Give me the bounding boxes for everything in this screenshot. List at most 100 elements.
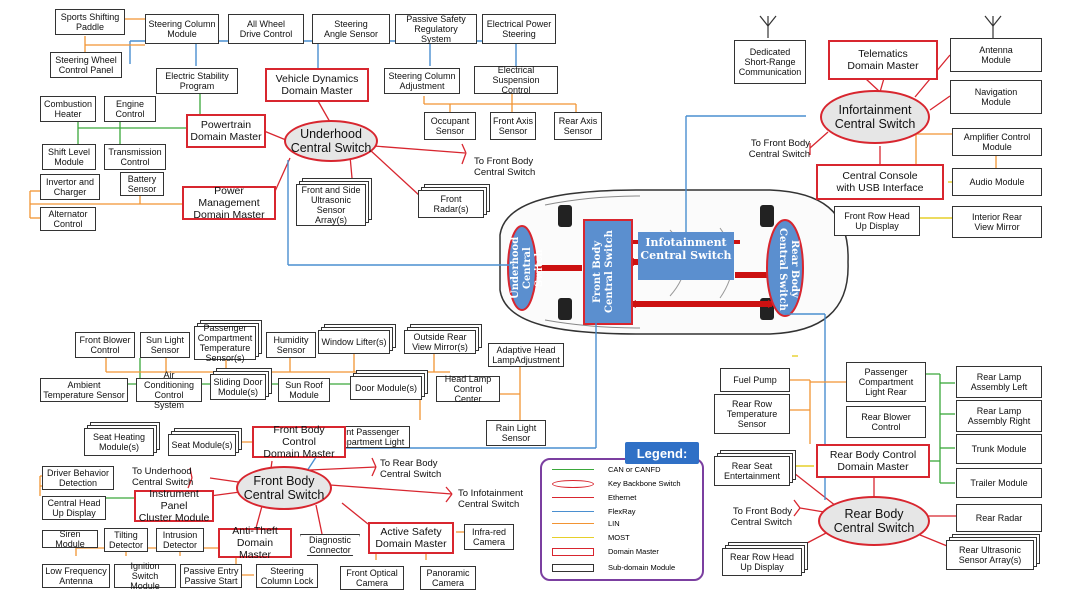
antenna-module-box: Antenna Module	[950, 38, 1042, 72]
amplifier-control-box: Amplifier Control Module	[952, 128, 1042, 156]
underhood-central-switch: Underhood Central Switch	[284, 120, 378, 162]
siren-module-box: Siren Module	[42, 529, 98, 549]
steering-column-lock-box: Steering Column Lock	[256, 564, 318, 588]
front-side-ultrasonic-box: Front and Side Ultrasonic Sensor Array(s…	[296, 184, 366, 226]
instrument-panel-cluster: Instrument Panel Cluster Module	[134, 488, 214, 524]
tilting-detector-box: Tilting Detector	[104, 528, 148, 552]
rear-row-temperature-box: Rear Row Temperature Sensor	[714, 394, 790, 434]
invertor-charger-box: Invertor and Charger	[40, 174, 100, 200]
alternator-control-box: Alternator Control	[40, 207, 96, 231]
most-line-swatch	[552, 537, 594, 538]
active-safety-domain-master: Active Safety Domain Master	[368, 522, 454, 554]
sliding-door-box: Sliding Door Module(s)	[210, 374, 266, 400]
front-radar-box: Front Radar(s)	[418, 190, 484, 218]
rear-blower-control-box: Rear Blower Control	[846, 406, 926, 438]
passenger-temperature-sensor-box: Passenger Compartment Temperature Sensor…	[194, 323, 256, 363]
door-module-box: Door Module(s)	[350, 376, 422, 400]
seat-heating-box: Seat Heating Module(s)	[84, 428, 154, 456]
telematics-domain-master: Telematics Domain Master	[828, 40, 938, 80]
sun-roof-box: Sun Roof Module	[278, 378, 330, 402]
car-underhood-switch-label: Underhood Central Switch	[510, 236, 545, 300]
front-row-hud-box: Front Row Head Up Display	[834, 206, 920, 236]
legend-item-most: MOST	[552, 532, 702, 544]
outside-mirror-box: Outside Rear View Mirror(s)	[404, 330, 476, 354]
trailer-module-box: Trailer Module	[956, 468, 1042, 498]
electrical-suspension-control-box: Electrical Suspension Control	[474, 65, 558, 95]
vehicle-dynamics-domain-master: Vehicle Dynamics Domain Master	[265, 68, 369, 102]
interior-mirror-box: Interior Rear View Mirror	[952, 206, 1042, 238]
flexray-line-swatch	[552, 511, 594, 512]
steering-wheel-control-panel-box: Steering Wheel Control Panel	[50, 52, 122, 78]
car-illustration	[499, 189, 849, 335]
steering-angle-sensor-box: Steering Angle Sensor	[312, 14, 390, 44]
humidity-sensor-box: Humidity Sensor	[266, 332, 316, 358]
window-lifter-box: Window Lifter(s)	[318, 330, 390, 354]
central-hud-box: Central Head Up Display	[42, 496, 106, 520]
navigation-module-box: Navigation Module	[950, 80, 1042, 114]
all-wheel-drive-control-box: All Wheel Drive Control	[228, 14, 304, 44]
combustion-heater-box: Combustion Heater	[40, 96, 96, 122]
sports-shifting-paddle-box: Sports Shifting Paddle	[55, 9, 125, 35]
legend: CAN or CANFD Key Backbone Switch Etherne…	[540, 458, 704, 581]
steering-column-module-box: Steering Column Module	[145, 14, 219, 44]
legend-item-key-switch: Key Backbone Switch	[552, 478, 702, 490]
powertrain-domain-master: Powertrain Domain Master	[186, 114, 266, 148]
head-lamp-control-box: Head Lamp Control Center	[436, 374, 500, 404]
panoramic-camera-box: Panoramic Camera	[420, 566, 476, 590]
rear-body-central-switch: Rear Body Central Switch	[818, 496, 930, 546]
passive-safety-system-box: Passive Safety Regulatory System	[395, 14, 477, 44]
shift-lever-module-box: Shift Level Module	[42, 144, 96, 170]
low-frequency-antenna-box: Low Frequency Antenna	[42, 564, 110, 588]
transmission-control-box: Transmission Control	[104, 144, 166, 170]
infotainment-to-front-body-note: To Front Body Central Switch	[748, 138, 810, 160]
legend-title: Legend:	[625, 442, 699, 464]
sub-domain-box-swatch	[552, 564, 594, 572]
legend-item-sub-domain: Sub-domain Module	[552, 562, 702, 574]
electrical-power-steering-box: Electrical Power Steering	[482, 14, 556, 44]
legend-item-ethernet: Ethernet	[552, 492, 702, 504]
sun-light-sensor-box: Sun Light Sensor	[140, 332, 190, 358]
front-body-control-domain-master: Front Body Control Domain Master	[252, 424, 346, 460]
intrusion-detector-box: Intrusion Detector	[156, 528, 204, 552]
seat-module-box: Seat Module(s)	[168, 434, 236, 456]
battery-sensor-box: Battery Sensor	[120, 172, 164, 196]
rear-body-control-domain-master: Rear Body Control Domain Master	[816, 444, 930, 478]
key-switch-ellipse-swatch	[552, 480, 594, 488]
trunk-module-box: Trunk Module	[956, 434, 1042, 464]
legend-item-can: CAN or CANFD	[552, 464, 702, 476]
engine-control-box: Engine Control	[104, 96, 156, 122]
rear-axis-sensor-box: Rear Axis Sensor	[554, 112, 602, 140]
rear-seat-entertainment-box: Rear Seat Entertainment	[714, 456, 790, 486]
front-body-to-underhood-note: To Underhood Central Switch	[132, 466, 194, 488]
infra-red-camera-box: Infra-red Camera	[464, 524, 514, 550]
domain-master-box-swatch	[552, 548, 594, 556]
front-optical-camera-box: Front Optical Camera	[340, 566, 404, 590]
driver-behavior-box: Driver Behavior Detection	[42, 466, 114, 490]
rear-ultrasonic-box: Rear Ultrasonic Sensor Array(s)	[946, 540, 1034, 570]
car-rear-body-switch-label: Rear Body Central Switch	[777, 227, 800, 311]
fuel-pump-box: Fuel Pump	[720, 368, 790, 392]
power-management-domain-master: Power Management Domain Master	[182, 185, 276, 221]
rear-radar-box: Rear Radar	[956, 504, 1042, 532]
can-line-swatch	[552, 469, 594, 470]
electric-stability-program-box: Electric Stability Program	[156, 68, 238, 94]
ethernet-line-swatch	[552, 497, 594, 498]
underhood-to-front-body-note: To Front Body Central Switch	[474, 156, 536, 178]
front-axis-sensor-box: Front Axis Sensor	[490, 112, 536, 140]
adaptive-head-lamp-box: Adaptive Head LampAdjustment	[488, 343, 564, 367]
ignition-switch-box: Ignition Switch Module	[114, 561, 176, 591]
dsrc-box: Dedicated Short-Range Communication	[734, 40, 806, 84]
occupant-sensor-box: Occupant Sensor	[424, 112, 476, 140]
legend-item-domain-master: Domain Master	[552, 546, 702, 558]
legend-item-lin: LIN	[552, 518, 702, 530]
audio-module-box: Audio Module	[952, 168, 1042, 196]
front-body-to-rear-body-note: To Rear Body Central Switch	[380, 458, 442, 480]
rear-body-to-front-body-note: To Front Body Central Switch	[730, 506, 792, 528]
diagnostic-connector-box[interactable]: Diagnostic Connector	[300, 534, 360, 556]
passive-entry-box: Passive Entry Passive Start	[180, 564, 242, 588]
rain-light-sensor-box: Rain Light Sensor	[486, 420, 546, 446]
front-blower-box: Front Blower Control	[75, 332, 135, 358]
rear-lamp-right-box: Rear Lamp Assembly Right	[956, 400, 1042, 432]
ambient-temperature-box: Ambient Temperature Sensor	[40, 378, 128, 402]
